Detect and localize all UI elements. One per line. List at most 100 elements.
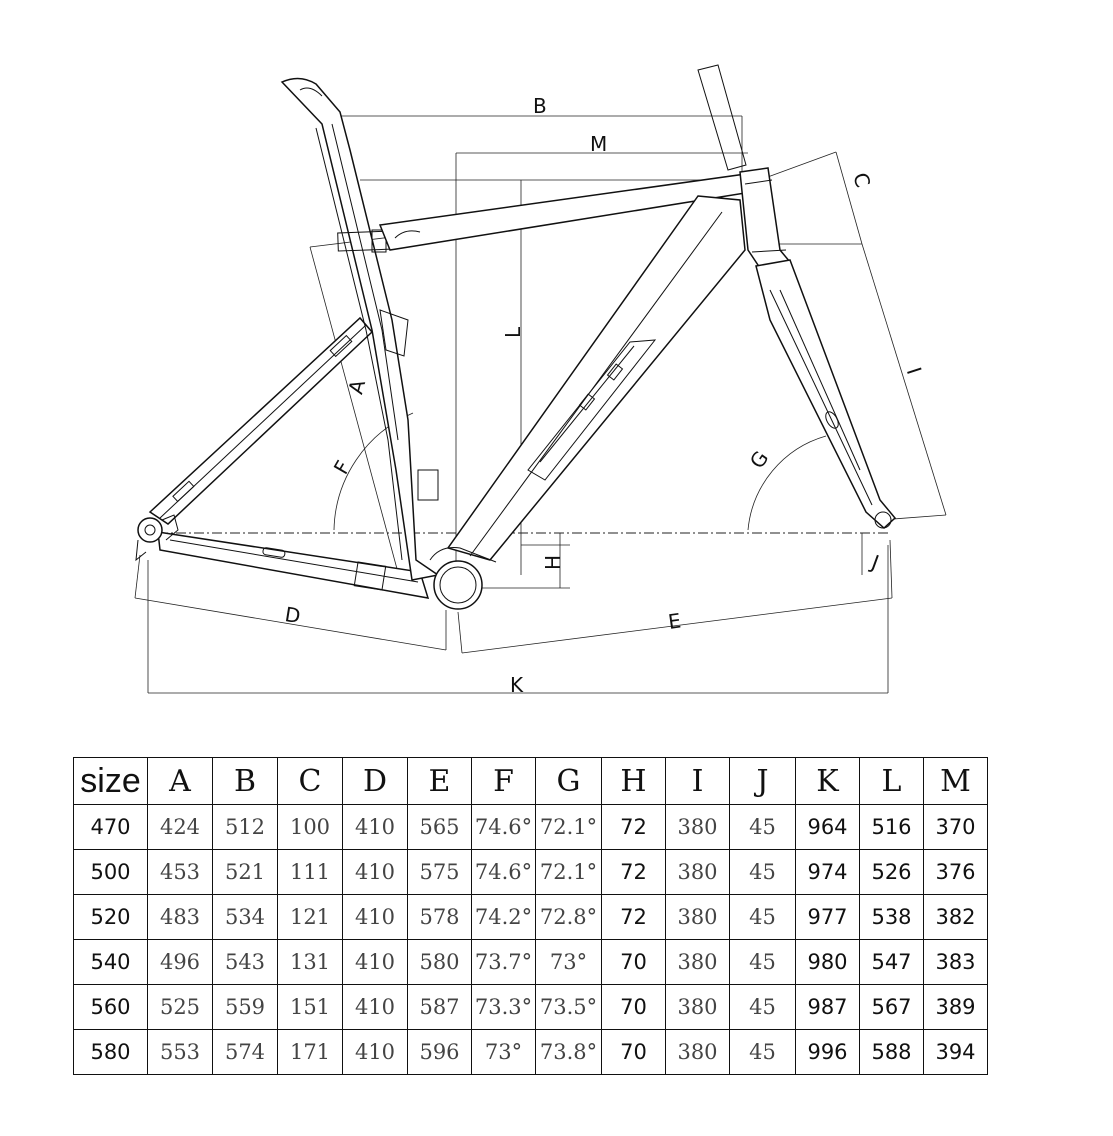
table-cell: 424 — [147, 804, 213, 850]
table-cell: 588 — [859, 1029, 924, 1075]
header-cell: D — [342, 757, 408, 805]
header-cell: J — [729, 757, 796, 805]
label-l: L — [501, 326, 525, 338]
label-h: H — [541, 555, 565, 570]
table-cell: 74.6° — [471, 849, 536, 895]
table-cell: 45 — [729, 894, 796, 940]
table-cell: 521 — [212, 849, 278, 895]
table-cell: 453 — [147, 849, 213, 895]
label-k: K — [510, 673, 524, 697]
table-cell: 483 — [147, 894, 213, 940]
header-cell: I — [665, 757, 730, 805]
table-cell: 547 — [859, 939, 924, 985]
table-cell: 70 — [601, 939, 666, 985]
table-cell: 580 — [407, 939, 472, 985]
table-cell: 410 — [342, 1029, 408, 1075]
table-cell: 567 — [859, 984, 924, 1030]
table-cell: 73.7° — [471, 939, 536, 985]
header-cell: K — [795, 757, 860, 805]
table-cell: 380 — [665, 1029, 730, 1075]
table-cell: 410 — [342, 939, 408, 985]
table-cell: 100 — [277, 804, 343, 850]
table-cell: 410 — [342, 849, 408, 895]
table-cell: 72.1° — [535, 804, 602, 850]
header-cell: M — [923, 757, 988, 805]
table-cell: 380 — [665, 894, 730, 940]
table-cell: 376 — [923, 849, 988, 895]
table-cell: 525 — [147, 984, 213, 1030]
table-cell: 580 — [73, 1029, 148, 1075]
header-cell: A — [147, 757, 213, 805]
label-g: G — [745, 446, 774, 472]
table-cell: 70 — [601, 1029, 666, 1075]
label-m: M — [590, 132, 607, 156]
table-cell: 996 — [795, 1029, 860, 1075]
table-cell: 520 — [73, 894, 148, 940]
table-cell: 121 — [277, 894, 343, 940]
header-cell: B — [212, 757, 278, 805]
table-cell: 553 — [147, 1029, 213, 1075]
table-cell: 526 — [859, 849, 924, 895]
label-j: J — [866, 549, 882, 574]
table-cell: 516 — [859, 804, 924, 850]
table-cell: 73.3° — [471, 984, 536, 1030]
table-cell: 73° — [535, 939, 602, 985]
table-cell: 470 — [73, 804, 148, 850]
label-a: A — [343, 377, 370, 397]
table-cell: 596 — [407, 1029, 472, 1075]
header-cell: E — [407, 757, 472, 805]
table-cell: 370 — [923, 804, 988, 850]
table-cell: 987 — [795, 984, 860, 1030]
frame-geometry-diagram: B M C L A F G I H J D E K — [134, 64, 947, 697]
table-cell: 534 — [212, 894, 278, 940]
table-cell: 410 — [342, 984, 408, 1030]
table-cell: 980 — [795, 939, 860, 985]
table-cell: 382 — [923, 894, 988, 940]
table-cell: 74.2° — [471, 894, 536, 940]
table-cell: 574 — [212, 1029, 278, 1075]
label-b: B — [533, 94, 547, 118]
dimension-lines — [134, 115, 947, 694]
header-cell: C — [277, 757, 343, 805]
table-cell: 389 — [923, 984, 988, 1030]
table-cell: 410 — [342, 894, 408, 940]
table-cell: 151 — [277, 984, 343, 1030]
table-cell: 72 — [601, 894, 666, 940]
label-d: D — [283, 602, 302, 628]
table-cell: 72.8° — [535, 894, 602, 940]
label-f: F — [329, 456, 356, 478]
header-cell: H — [601, 757, 666, 805]
table-cell: 380 — [665, 939, 730, 985]
table-cell: 73° — [471, 1029, 536, 1075]
table-cell: 72 — [601, 804, 666, 850]
table-cell: 964 — [795, 804, 860, 850]
table-cell: 131 — [277, 939, 343, 985]
table-cell: 74.6° — [471, 804, 536, 850]
header-cell: size — [73, 757, 148, 805]
table-cell: 70 — [601, 984, 666, 1030]
table-cell: 512 — [212, 804, 278, 850]
header-cell: G — [535, 757, 602, 805]
table-cell: 540 — [73, 939, 148, 985]
table-cell: 380 — [665, 984, 730, 1030]
table-cell: 496 — [147, 939, 213, 985]
table-cell: 380 — [665, 849, 730, 895]
label-e: E — [667, 608, 683, 634]
table-cell: 383 — [923, 939, 988, 985]
table-cell: 171 — [277, 1029, 343, 1075]
table-cell: 394 — [923, 1029, 988, 1075]
table-cell: 45 — [729, 804, 796, 850]
table-cell: 559 — [212, 984, 278, 1030]
table-cell: 410 — [342, 804, 408, 850]
label-c: C — [848, 170, 875, 191]
table-cell: 72.1° — [535, 849, 602, 895]
header-cell: L — [859, 757, 924, 805]
